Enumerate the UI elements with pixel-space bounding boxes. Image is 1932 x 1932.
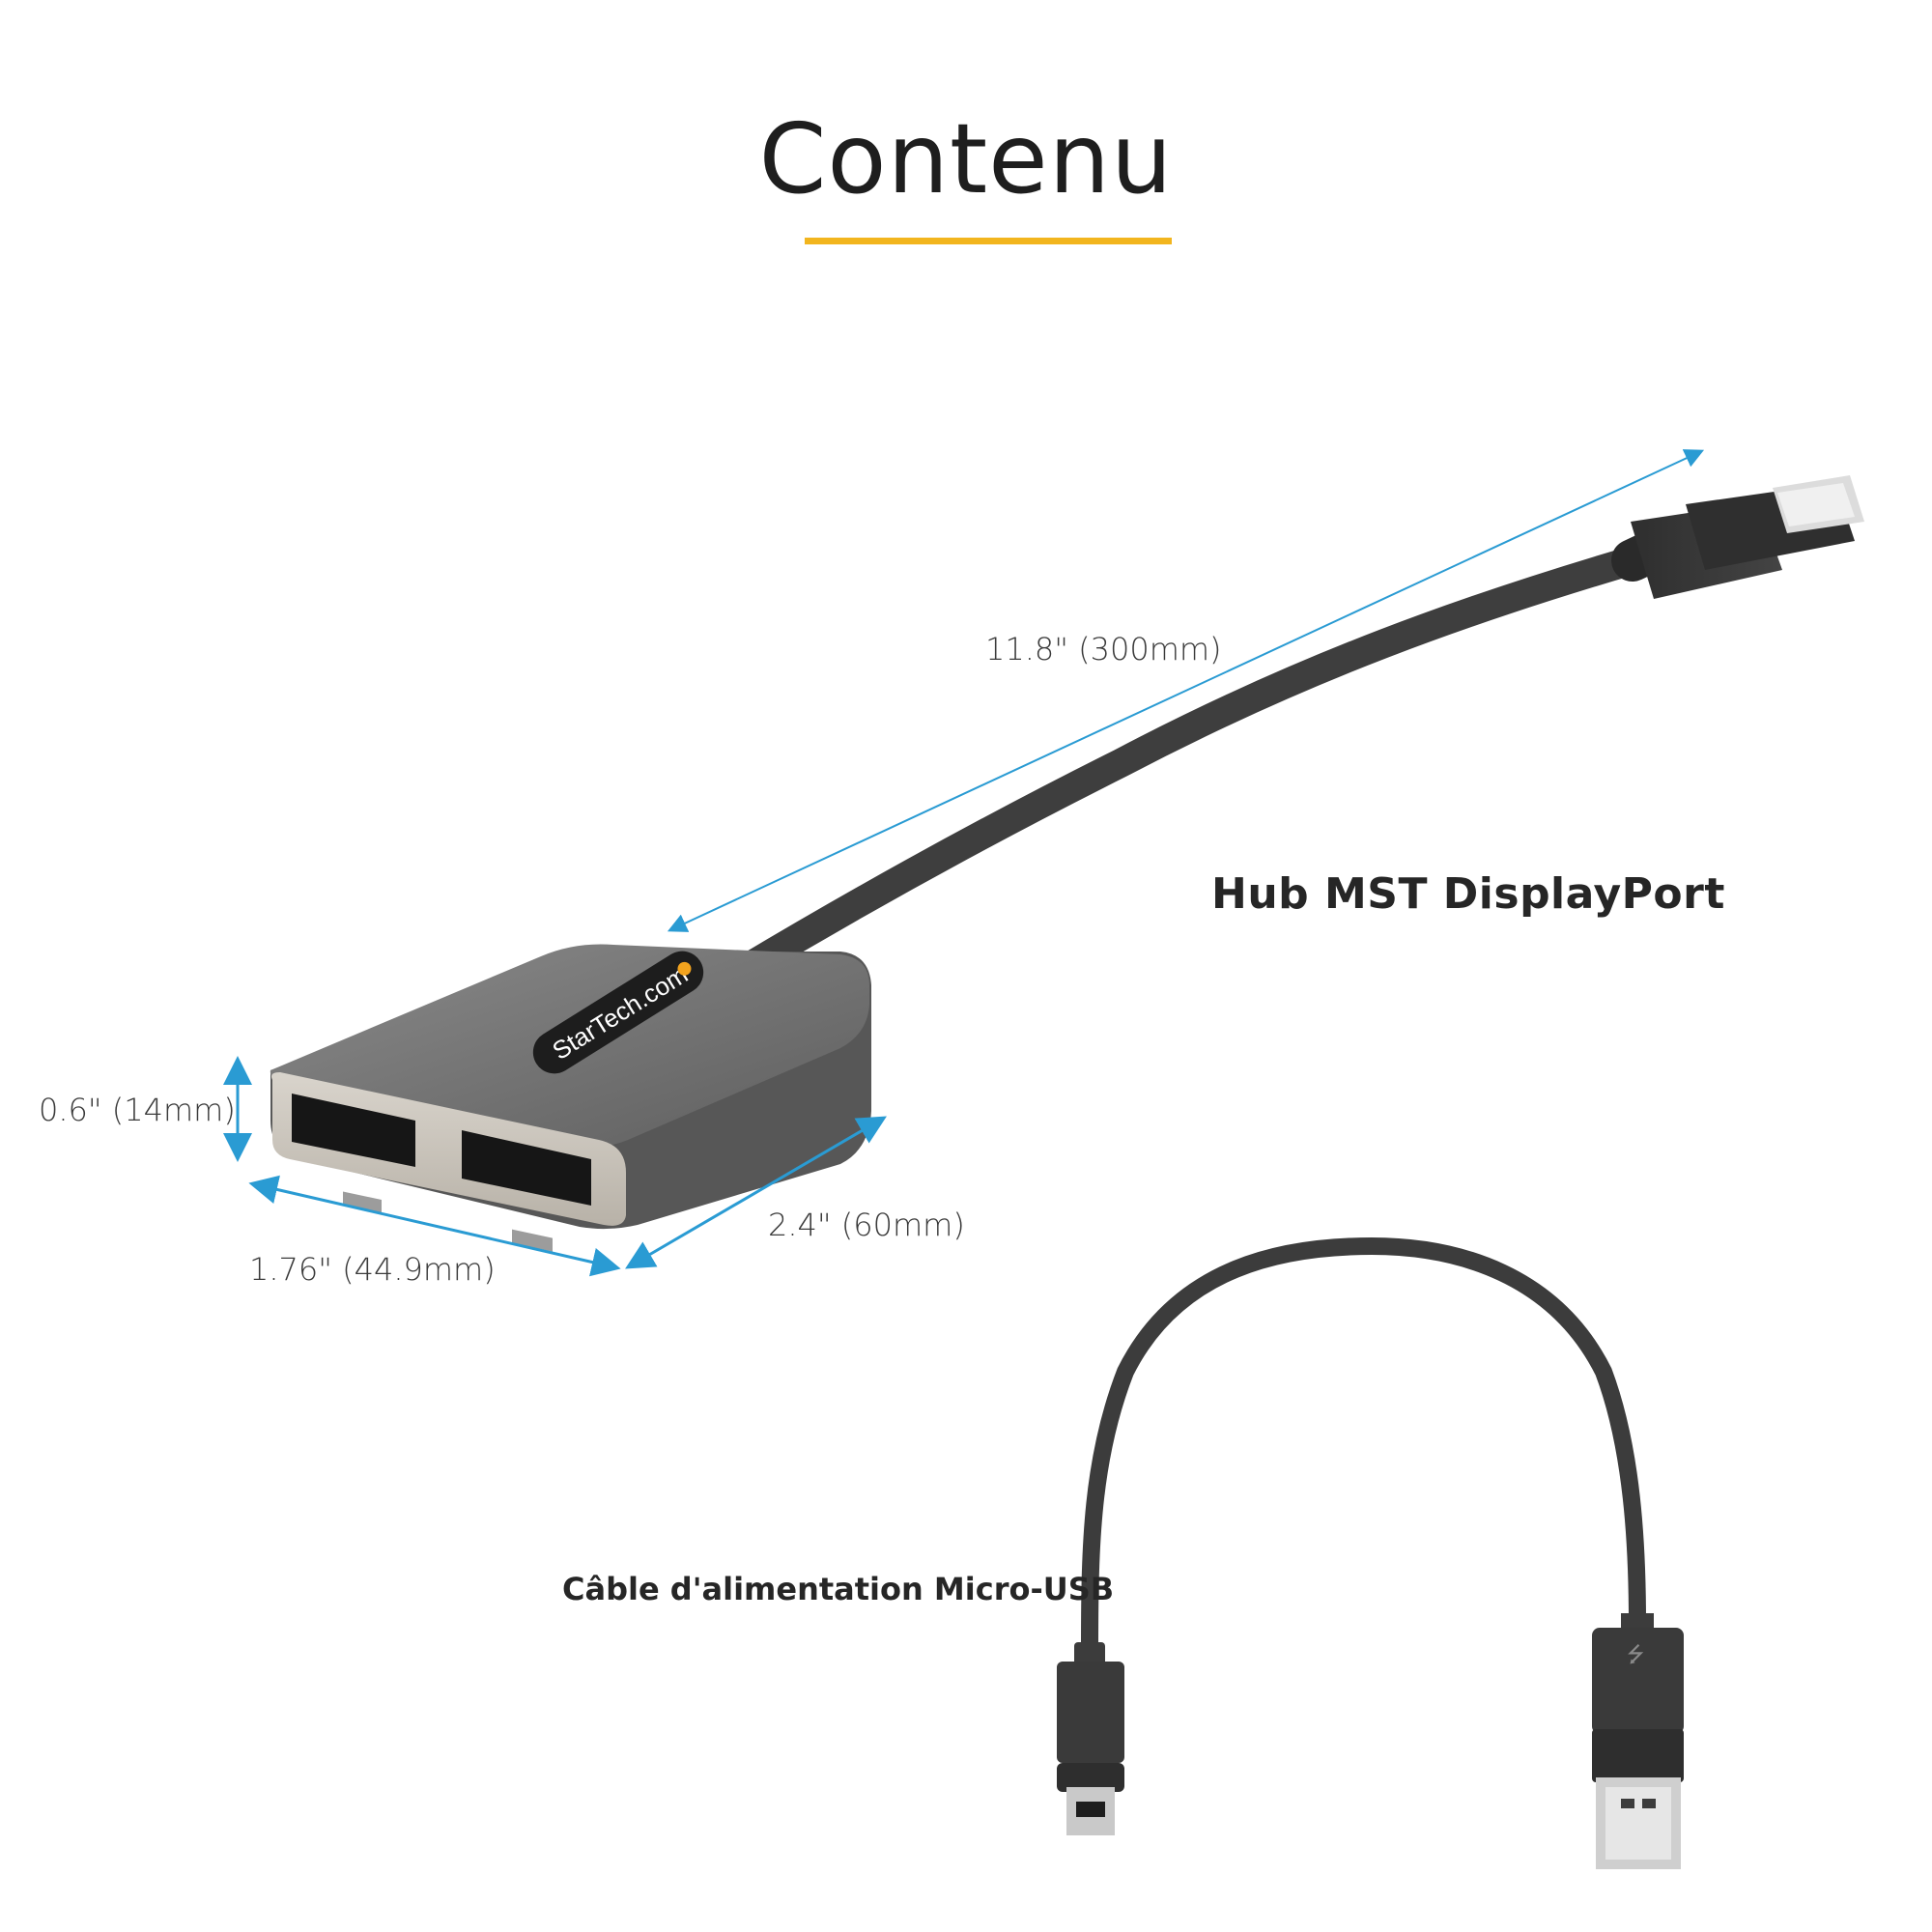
- displayport-hub: StarTech.com: [270, 944, 871, 1252]
- depth-label: 2.4" (60mm): [768, 1207, 965, 1243]
- depth-arrow: [625, 1116, 887, 1269]
- title-underline: [805, 238, 1172, 244]
- height-label: 0.6" (14mm): [39, 1092, 236, 1128]
- cable-product-label: Câble d'alimentation Micro-USB: [562, 1571, 1115, 1607]
- micro-usb-cable: [1081, 1236, 1646, 1656]
- hub-product-label: Hub MST DisplayPort: [1211, 869, 1725, 919]
- micro-usb-plug: [1057, 1642, 1124, 1835]
- cable-length-label: 11.8" (300mm): [985, 631, 1222, 668]
- displayport-plug: [1631, 475, 1864, 599]
- width-label: 1.76" (44.9mm): [249, 1251, 496, 1288]
- length-arrow: [667, 449, 1705, 932]
- page-title: Contenu: [758, 102, 1174, 215]
- width-arrow: [248, 1175, 621, 1277]
- usb-a-plug: ⭍: [1592, 1613, 1684, 1869]
- usb-icon: ⭍: [1627, 1643, 1644, 1667]
